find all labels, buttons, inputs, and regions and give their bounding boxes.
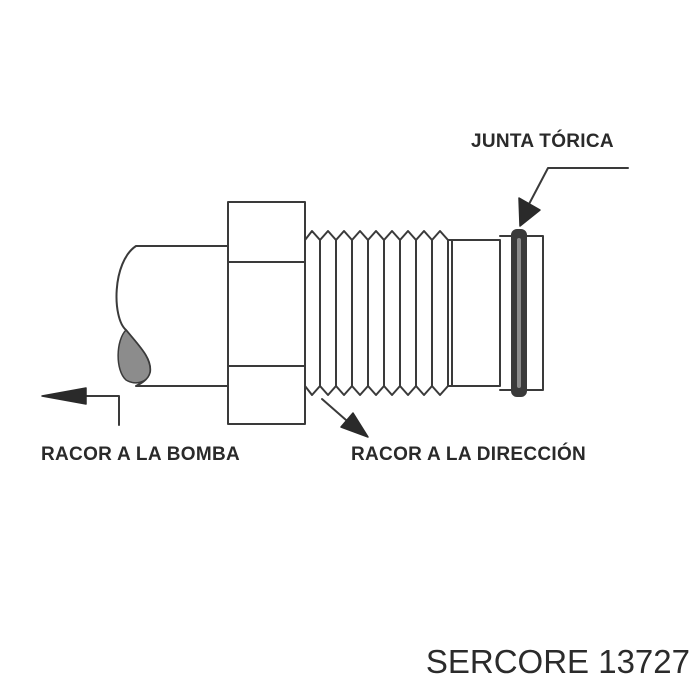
o-ring	[511, 229, 527, 397]
pump-arrow-icon	[41, 387, 87, 405]
steering-arrow-icon	[340, 412, 369, 438]
steering-leader	[321, 398, 369, 438]
fitting-spigot	[451, 235, 544, 391]
steering-fitting-label: RACOR A LA DIRECCIÓN	[351, 444, 587, 465]
o-ring-leader	[518, 167, 629, 227]
threaded-section	[304, 230, 453, 396]
o-ring-label: JUNTA TÓRICA	[471, 131, 614, 152]
pump-leader	[41, 387, 120, 426]
pipe-section	[115, 245, 229, 387]
hex-nut	[227, 201, 306, 425]
o-ring-arrow-icon	[518, 197, 541, 227]
pump-fitting-label: RACOR A LA BOMBA	[41, 444, 241, 465]
brand-part-number: SERCORE 13727	[425, 643, 690, 680]
pipe-cut-shading	[117, 329, 151, 384]
